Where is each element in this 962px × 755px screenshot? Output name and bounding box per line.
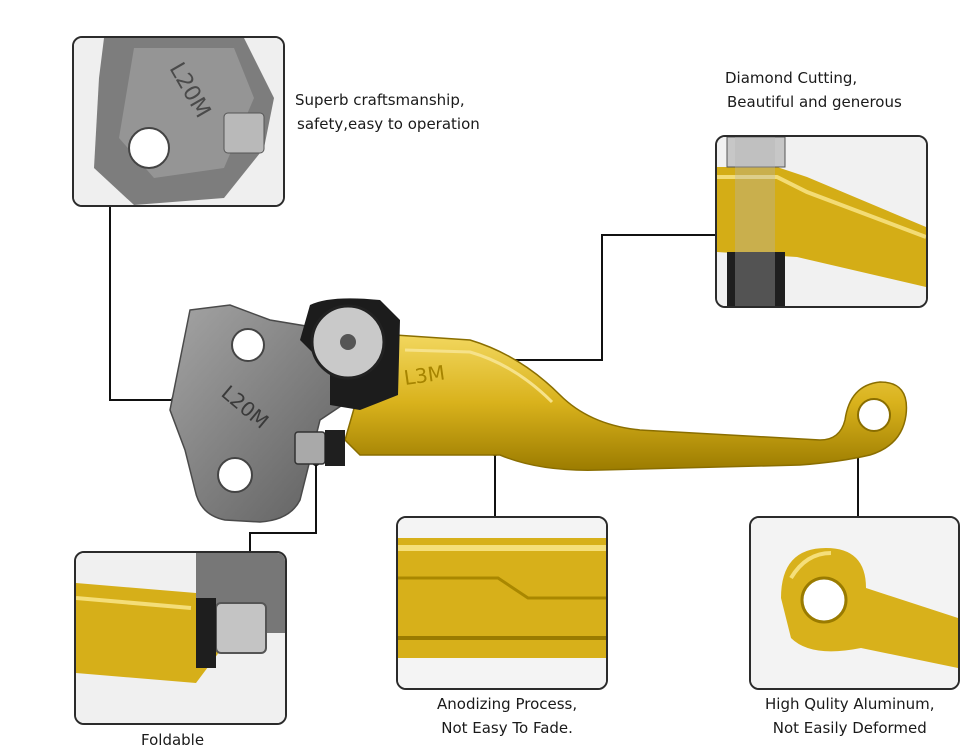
lever-engraving: L3M	[402, 360, 446, 389]
lever-body	[344, 334, 908, 471]
adjuster-closeup-image	[76, 553, 285, 723]
caption-diamond: Diamond Cutting, Beautiful and generous	[725, 69, 902, 111]
leader-foldable	[249, 462, 317, 553]
caption-craftsmanship: Superb craftsmanship, safety,easy to ope…	[295, 91, 480, 133]
leader-lines	[109, 205, 859, 553]
lever-pivot-closeup-image	[717, 137, 926, 306]
adjuster-nut	[294, 431, 326, 465]
caption-foldable: Foldable	[141, 731, 205, 749]
callout-craftsmanship-photo: L20M	[72, 36, 285, 207]
lever-tip-closeup-image	[751, 518, 958, 688]
callout-foldable-photo	[74, 551, 287, 725]
perch-closeup-image: L20M	[74, 38, 283, 205]
lever-highlight	[404, 348, 554, 404]
caption-aluminum: High Qulity Aluminum, Not Easily Deforme…	[765, 695, 935, 737]
callout-aluminum-photo	[749, 516, 960, 690]
perch-hole-top	[231, 328, 265, 362]
lever-end-hole	[857, 398, 891, 432]
caption-anodizing: Anodizing Process, Not Easy To Fade.	[437, 695, 578, 737]
lever-body-closeup-image	[398, 518, 606, 688]
leader-diamond	[480, 234, 718, 361]
leader-craftsmanship	[109, 205, 175, 401]
adjuster-spacer	[325, 430, 345, 466]
callout-anodizing-photo	[396, 516, 608, 690]
callout-diamond-photo	[715, 135, 928, 308]
perch-hole-bottom	[217, 457, 253, 493]
pivot-bolt-center	[340, 334, 356, 350]
